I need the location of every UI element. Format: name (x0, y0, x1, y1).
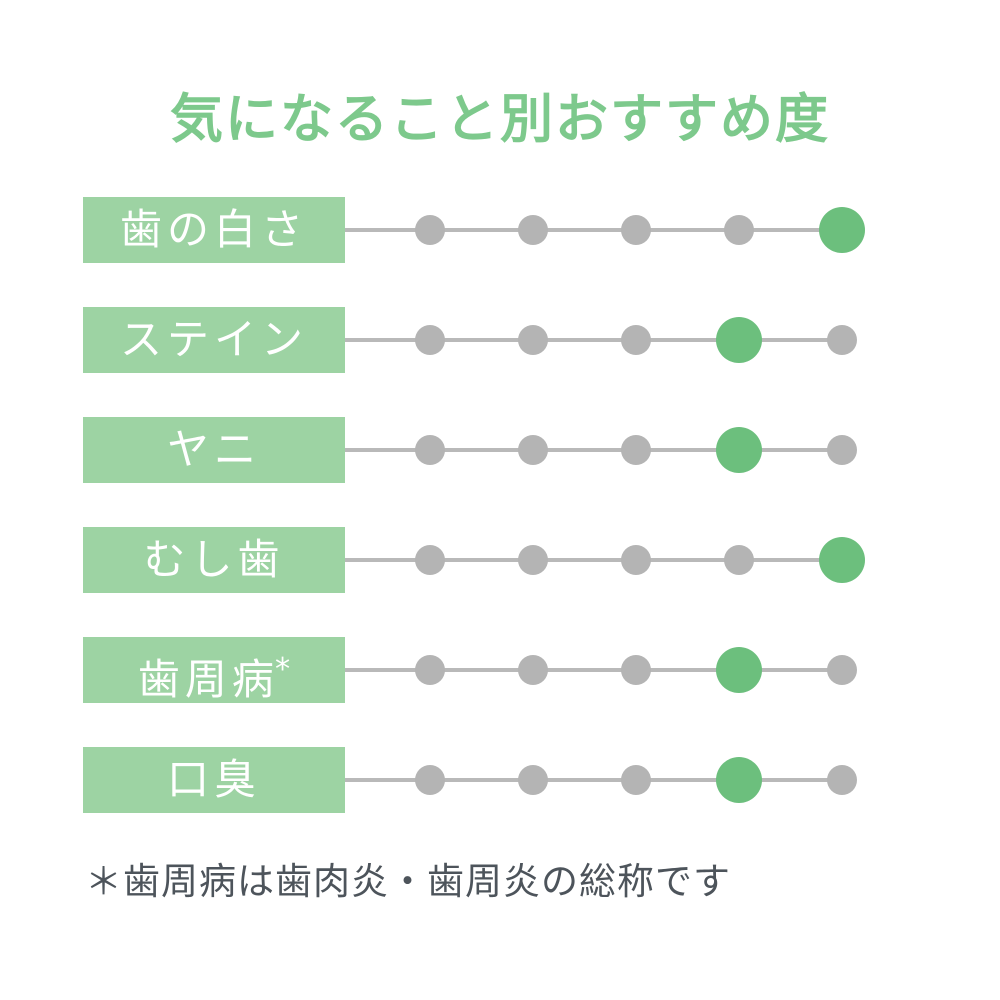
rating-dot (518, 545, 548, 575)
rating-dot (415, 325, 445, 355)
rating-dot (827, 435, 857, 465)
row-label: むし歯 (83, 527, 345, 593)
rating-dot (518, 215, 548, 245)
row-label-text: 歯周病 (137, 655, 279, 705)
chart-row: むし歯 (83, 527, 875, 593)
rating-dot-active (716, 317, 762, 363)
track-line (345, 778, 842, 782)
rating-track (345, 637, 875, 703)
rating-dot (518, 655, 548, 685)
rating-dot (621, 325, 651, 355)
rating-dot (518, 325, 548, 355)
track-line (345, 338, 842, 342)
row-label: 歯周病* (83, 637, 345, 705)
rating-dot (827, 765, 857, 795)
rating-dot-active (716, 757, 762, 803)
rating-dot (827, 655, 857, 685)
row-label: 歯の白さ (83, 197, 345, 263)
rating-track (345, 417, 875, 483)
chart-row: 歯の白さ (83, 197, 875, 263)
rating-dot (724, 215, 754, 245)
rating-dot (724, 545, 754, 575)
footnote-asterisk: * (274, 652, 291, 687)
rating-dot (415, 435, 445, 465)
rating-dot (621, 655, 651, 685)
chart-row: 口臭 (83, 747, 875, 813)
rating-dot (621, 545, 651, 575)
row-label: ステイン (83, 307, 345, 373)
rating-dot (518, 435, 548, 465)
rating-track (345, 197, 875, 263)
rating-dot (621, 435, 651, 465)
rating-dot-active (819, 207, 865, 253)
rating-dot-active (716, 427, 762, 473)
chart-row: ヤニ (83, 417, 875, 483)
rating-track (345, 527, 875, 593)
track-line (345, 558, 842, 562)
rating-dot (621, 215, 651, 245)
rating-dot-active (819, 537, 865, 583)
chart-row: 歯周病* (83, 637, 875, 705)
chart-row: ステイン (83, 307, 875, 373)
row-label: ヤニ (83, 417, 345, 483)
track-line (345, 228, 842, 232)
chart-title: 気になること別おすすめ度 (170, 89, 830, 150)
rating-track (345, 747, 875, 813)
rating-dot (415, 655, 445, 685)
row-label: 口臭 (83, 747, 345, 813)
rating-dot (518, 765, 548, 795)
rating-track (345, 307, 875, 373)
track-line (345, 448, 842, 452)
rating-dot (827, 325, 857, 355)
rating-chart: 歯の白さステインヤニむし歯歯周病* 口臭 (83, 197, 875, 857)
rating-dot-active (716, 647, 762, 693)
footnote-text: ＊歯周病は歯肉炎・歯周炎の総称です (85, 860, 731, 903)
rating-dot (415, 765, 445, 795)
rating-dot (621, 765, 651, 795)
rating-dot (415, 545, 445, 575)
rating-dot (415, 215, 445, 245)
track-line (345, 668, 842, 672)
